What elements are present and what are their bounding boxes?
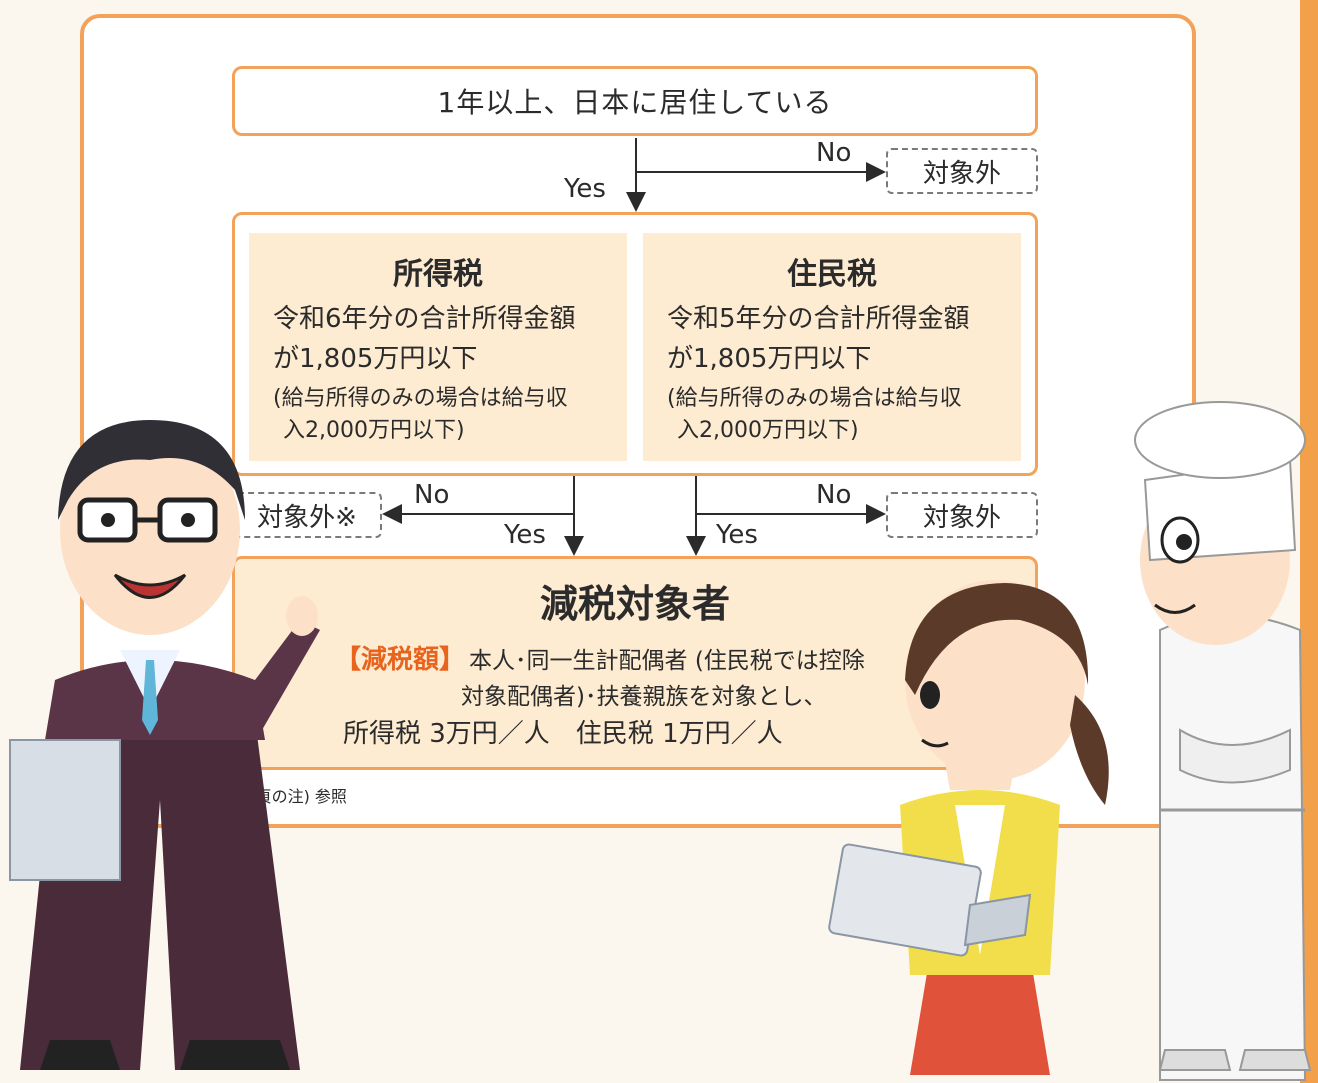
income-tax-line1: 令和6年分の合計所得金額 (273, 304, 576, 334)
result-line1: 本人･同一生計配偶者 (住民税では控除 (469, 648, 865, 674)
chef-illustration (1134, 401, 1312, 1081)
tax-conditions-box: 所得税 令和6年分の合計所得金額 が1,805万円以下 (給与所得のみの場合は給… (232, 212, 1038, 476)
label-yes-right: Yes (716, 520, 758, 550)
result-line2: 対象配偶者)･扶養親族を対象とし、 (461, 684, 827, 710)
label-no-1: No (816, 138, 852, 168)
income-tax-title: 所得税 (393, 257, 483, 292)
resident-tax-title: 住民税 (787, 257, 877, 292)
result-line3: 所得税 3万円／人 住民税 1万円／人 (343, 719, 783, 749)
question-residence-text: 1年以上、日本に居住している (437, 86, 833, 119)
resident-tax-line2: が1,805万円以下 (667, 344, 872, 374)
income-tax-panel: 所得税 令和6年分の合計所得金額 が1,805万円以下 (給与所得のみの場合は給… (249, 233, 627, 461)
woman-illustration (828, 580, 1109, 1075)
reduction-amount-tag: 【減税額】 (335, 645, 466, 675)
question-residence: 1年以上、日本に居住している (232, 66, 1038, 136)
excluded-text-2: 対象外※ (257, 502, 357, 533)
excluded-text-1: 対象外 (922, 158, 1001, 189)
excluded-box-2: 対象外※ (232, 492, 382, 538)
income-tax-line2: が1,805万円以下 (273, 344, 478, 374)
excluded-text-3: 対象外 (922, 502, 1001, 533)
label-yes-1: Yes (564, 174, 606, 204)
label-yes-left: Yes (504, 520, 546, 550)
result-box: 減税対象者 【減税額】本人･同一生計配偶者 (住民税では控除 対象配偶者)･扶養… (232, 556, 1038, 770)
result-title: 減税対象者 (539, 582, 730, 626)
label-no-right: No (816, 480, 852, 510)
resident-tax-note1: (給与所得のみの場合は給与収 (667, 386, 962, 411)
resident-tax-line1: 令和5年分の合計所得金額 (667, 304, 970, 334)
label-no-left: No (414, 480, 450, 510)
right-edge-strip (1300, 0, 1318, 1083)
resident-tax-note2: 入2,000万円以下) (677, 418, 859, 443)
excluded-box-1: 対象外 (886, 148, 1038, 194)
top-strip (0, 0, 1318, 8)
result-line1-row: 【減税額】本人･同一生計配偶者 (住民税では控除 (335, 639, 865, 676)
income-tax-note2: 入2,000万円以下) (283, 418, 465, 443)
excluded-box-3: 対象外 (886, 492, 1038, 538)
resident-tax-panel: 住民税 令和5年分の合計所得金額 が1,805万円以下 (給与所得のみの場合は給… (643, 233, 1021, 461)
income-tax-note1: (給与所得のみの場合は給与収 (273, 386, 568, 411)
businessman-illustration (9, 420, 320, 1070)
